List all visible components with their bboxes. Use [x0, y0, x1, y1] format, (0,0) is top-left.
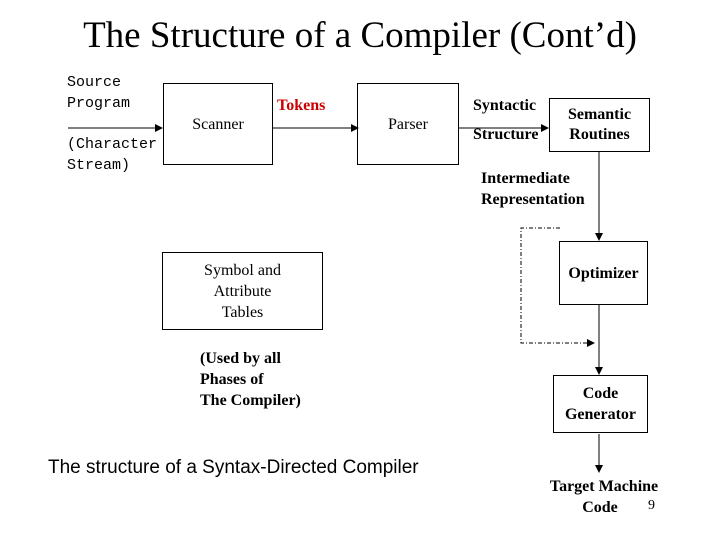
- optimizer-label: Optimizer: [568, 264, 639, 282]
- target-machine-code-label: Target Machine Code: [549, 478, 659, 516]
- routines-label: Routines: [569, 126, 630, 143]
- symbol-tables-line1: Symbol and: [204, 261, 281, 279]
- symbol-tables-line3: Tables: [221, 303, 264, 321]
- symbol-tables-line2: Attribute: [213, 282, 272, 300]
- parser-box: Parser: [357, 83, 459, 165]
- source-program-label: Source Program: [67, 74, 131, 112]
- optimizer-bypass-path: [520, 227, 595, 347]
- semantic-label: Semantic: [567, 106, 632, 123]
- scanner-label: Scanner: [192, 115, 244, 133]
- symbol-tables-note: (Used by all Phases of The Compiler): [200, 350, 301, 409]
- syntactic-label: Syntactic: [473, 97, 537, 114]
- tokens-label: Tokens: [277, 97, 326, 114]
- structure-label: Structure: [473, 126, 539, 143]
- code-generator-box: Code Generator: [553, 375, 648, 433]
- code-generator-line2: Generator: [564, 406, 637, 423]
- optimizer-box: Optimizer: [559, 241, 648, 305]
- character-stream-label: (Character Stream): [67, 136, 158, 174]
- semantic-routines-box: Semantic Routines: [549, 98, 650, 152]
- slide-title: The Structure of a Compiler (Cont’d): [83, 15, 637, 56]
- code-generator-line1: Code: [582, 385, 619, 402]
- symbol-tables-box: Symbol and Attribute Tables: [162, 252, 323, 330]
- page-number: 9: [648, 498, 655, 513]
- scanner-box: Scanner: [163, 83, 273, 165]
- parser-label: Parser: [388, 115, 428, 133]
- diagram-caption: The structure of a Syntax-Directed Compi…: [48, 457, 419, 478]
- intermediate-representation-label: Intermediate Representation: [481, 170, 585, 208]
